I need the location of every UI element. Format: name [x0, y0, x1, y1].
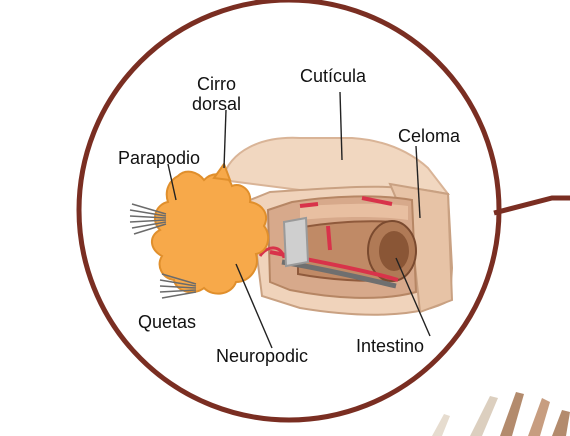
- decorative-stripes: [432, 392, 570, 436]
- label-parapodio: Parapodio: [118, 148, 200, 168]
- label-celoma: Celoma: [398, 126, 460, 146]
- label-quetas: Quetas: [138, 312, 196, 332]
- label-cuticula: Cutícula: [300, 66, 366, 86]
- label-intestino: Intestino: [356, 336, 424, 356]
- connector-line: [494, 198, 570, 213]
- label-neuropodic: Neuropodic: [216, 346, 308, 366]
- label-cirro-dorsal: Cirro dorsal: [192, 74, 241, 114]
